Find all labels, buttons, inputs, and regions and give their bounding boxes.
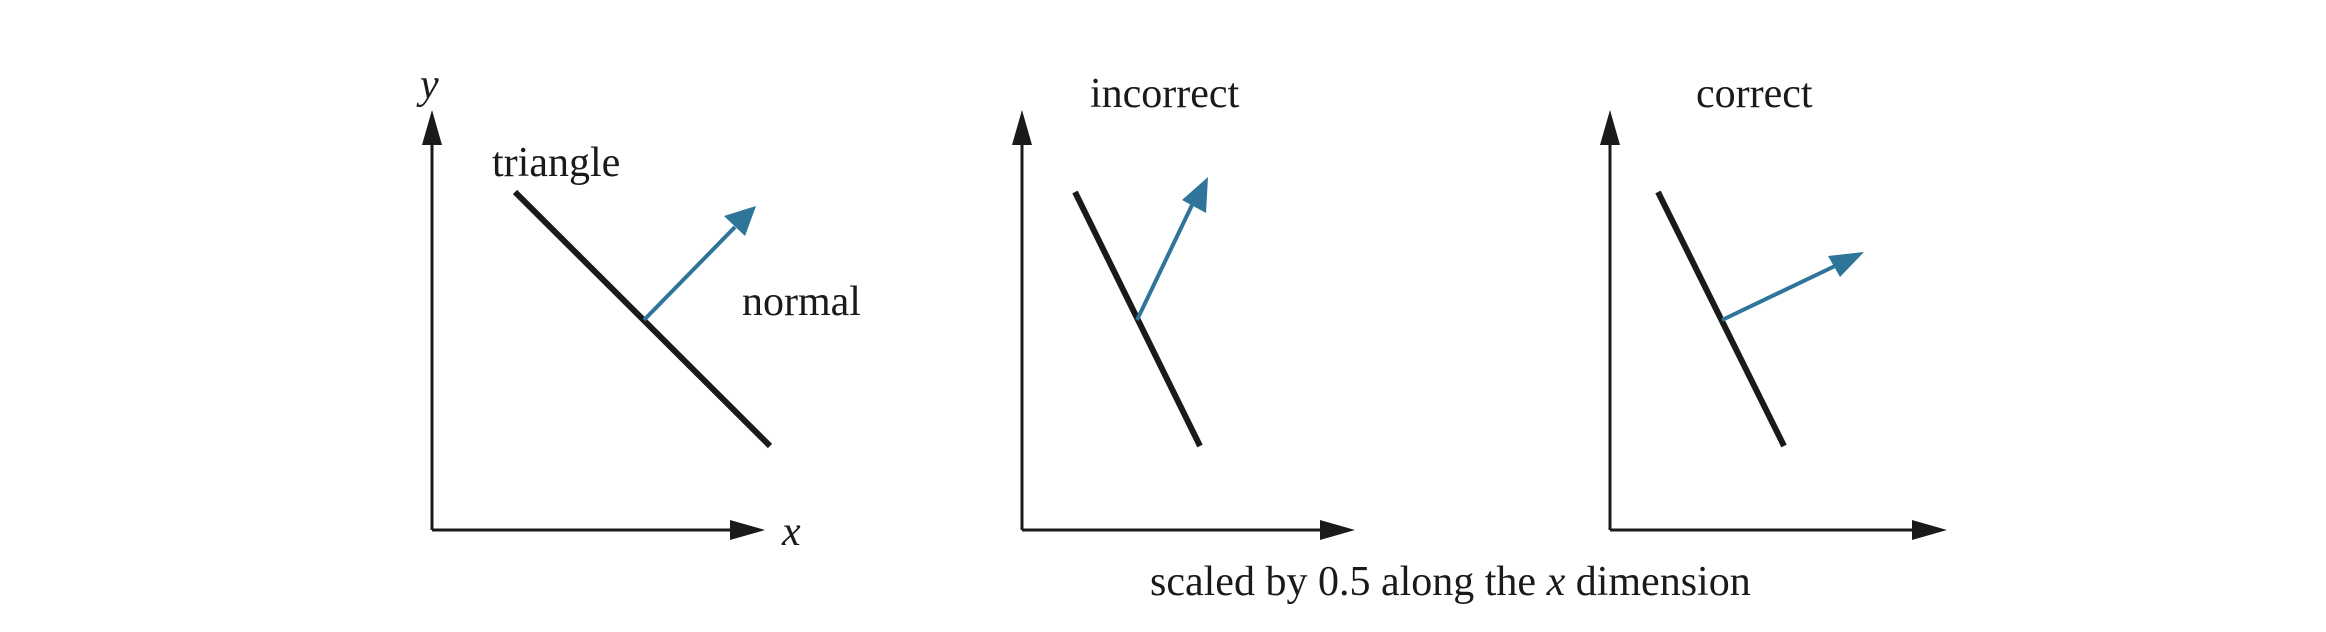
- normal-arrow-shaft: [1721, 264, 1836, 322]
- panel-title-incorrect: incorrect: [1090, 71, 1240, 117]
- normal-arrow-shaft: [1135, 202, 1195, 321]
- y-axis-label: y: [416, 62, 439, 108]
- x-axis-arrowhead: [1912, 520, 1947, 540]
- normal-label: normal: [742, 279, 861, 325]
- caption-variable: x: [1546, 559, 1566, 605]
- panel-incorrect: incorrect: [1012, 71, 1355, 540]
- panel-original: y x triangle normal: [416, 62, 861, 555]
- normal-arrow-head: [724, 206, 756, 236]
- y-axis-arrowhead: [1012, 110, 1032, 145]
- x-axis-arrowhead: [730, 520, 765, 540]
- caption-suffix: dimension: [1565, 559, 1751, 605]
- normal-arrow-head: [1828, 252, 1864, 277]
- panel-correct: correct: [1600, 71, 1947, 540]
- x-axis-label: x: [781, 509, 801, 555]
- caption-prefix: scaled by 0.5 along the: [1150, 559, 1547, 605]
- x-axis-arrowhead: [1320, 520, 1355, 540]
- triangle-edge: [512, 189, 773, 449]
- triangle-edge: [1655, 190, 1787, 448]
- normal-arrow-shaft: [642, 225, 737, 322]
- normal-arrow-head: [1182, 177, 1208, 213]
- caption: scaled by 0.5 along the x dimension: [1150, 559, 1751, 605]
- panel-title-correct: correct: [1696, 71, 1813, 117]
- y-axis-arrowhead: [1600, 110, 1620, 145]
- triangle-label: triangle: [492, 140, 620, 186]
- y-axis-arrowhead: [422, 110, 442, 145]
